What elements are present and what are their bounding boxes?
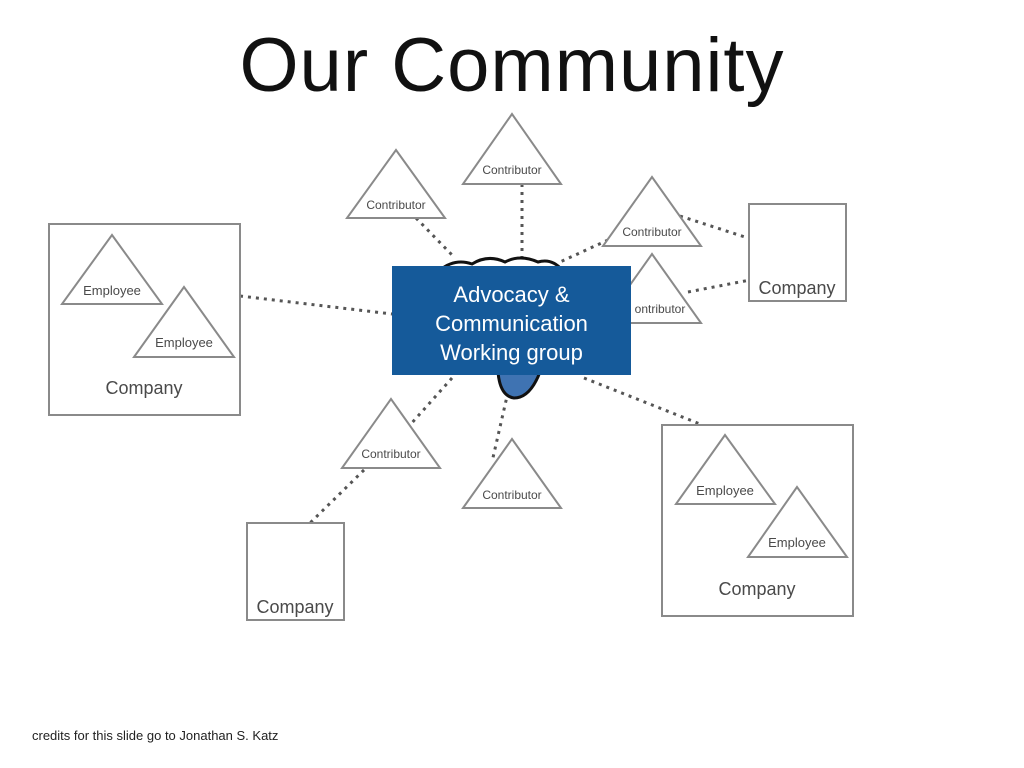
company-label: Company (758, 278, 835, 298)
employee-label: Employee (768, 535, 826, 550)
working-group-box: Advocacy & Communication Working group (392, 266, 631, 375)
contributor-triangle (601, 175, 703, 247)
company-label: Company (256, 597, 333, 617)
contributor-label: Contributor (482, 163, 541, 177)
employee-label: Employee (696, 483, 754, 498)
credits-text: credits for this slide go to Jonathan S.… (32, 728, 279, 743)
employee-triangle (674, 433, 777, 505)
employee-triangle (60, 233, 164, 305)
employee-triangle (746, 485, 849, 558)
connector (559, 238, 609, 264)
company-box (246, 522, 345, 621)
contributor-triangle (461, 437, 563, 509)
working-group-line-1: Advocacy & (453, 282, 570, 307)
company-label: Company (718, 579, 795, 599)
connector (239, 294, 393, 316)
contributor-triangle (461, 112, 563, 185)
contributor-label: Contributor (482, 488, 541, 502)
connector (583, 376, 701, 426)
working-group-line-3: Working group (440, 340, 583, 365)
employee-label: Employee (155, 335, 213, 350)
company-box (748, 203, 847, 302)
contributor-triangle (340, 397, 442, 469)
contributor-triangle (345, 148, 447, 219)
connectors (239, 184, 751, 525)
connector (687, 278, 751, 294)
employee-triangle (132, 285, 236, 358)
company-label: Company (105, 378, 182, 398)
contributor-label: Contributor (361, 447, 420, 461)
contributor-label: Contributor (622, 225, 681, 239)
connector (308, 468, 366, 525)
connector (414, 216, 457, 260)
working-group-line-2: Communication (435, 311, 588, 336)
contributor-label: Contributor (366, 198, 425, 212)
slide-title: Our Community (239, 23, 785, 108)
connector (408, 377, 454, 426)
contributor-label-partial: ontributor (635, 302, 686, 316)
employee-label: Employee (83, 283, 141, 298)
